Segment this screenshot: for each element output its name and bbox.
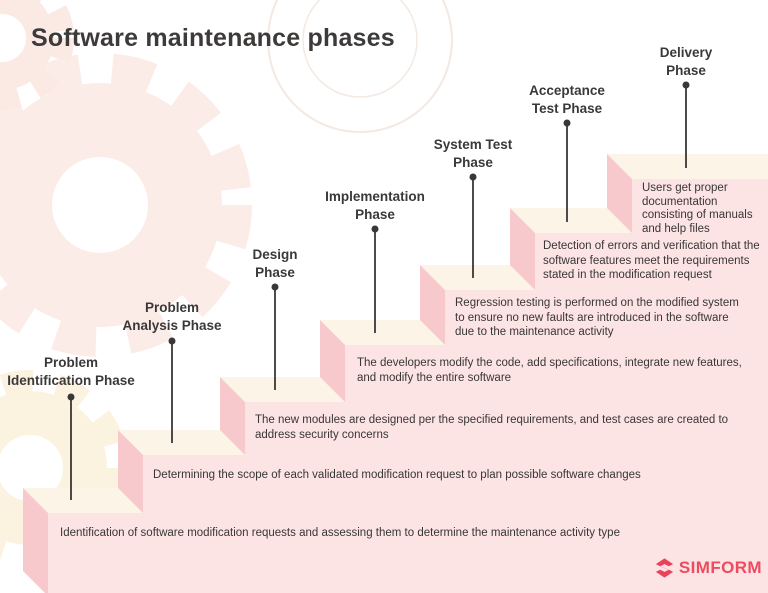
- step-description-acceptance-test: Detection of errors and verification tha…: [543, 240, 760, 281]
- step-4-side: [320, 320, 345, 402]
- step-1-top: [23, 488, 768, 513]
- step-description-problem-analysis: Determining the scope of each validated …: [153, 469, 641, 481]
- brand-name: SIMFORM: [678, 558, 762, 577]
- step-1-front: [48, 513, 768, 593]
- step-description-design: The new modules are designed per the spe…: [255, 414, 729, 441]
- page-title: Software maintenance phases: [31, 24, 395, 52]
- connector-dot: [271, 283, 279, 291]
- gear-icon: [0, 370, 178, 593]
- phase-label-problem-analysis: Problem Analysis Phase: [122, 300, 222, 333]
- phase-label-problem-identification: Problem Identification Phase: [7, 355, 135, 388]
- step-5-side: [420, 265, 445, 345]
- step-description-system-test: Regression testing is performed on the m…: [455, 297, 739, 338]
- step-description-delivery: Users get proper documentation consistin…: [642, 182, 753, 235]
- step-description-implementation: The developers modify the code, add spec…: [357, 357, 742, 384]
- phase-label-design: Design Phase: [252, 247, 298, 280]
- step-7-side: [607, 154, 632, 233]
- step-2-front: [143, 455, 768, 513]
- step-2-side: [118, 430, 143, 513]
- connector-dot: [469, 173, 477, 181]
- phase-label-delivery: Delivery Phase: [659, 45, 713, 78]
- gear-outline-icon: [267, 0, 453, 133]
- step-7-top: [607, 154, 768, 179]
- step-6-side: [510, 208, 535, 290]
- phase-label-acceptance-test: Acceptance Test Phase: [529, 83, 605, 116]
- step-3-side: [220, 377, 245, 455]
- phase-label-system-test: System Test Phase: [433, 137, 513, 170]
- connector-dot: [563, 119, 571, 127]
- connector-dot: [67, 393, 75, 401]
- brand-footer: SIMFORM: [653, 556, 762, 580]
- step-description-problem-identification: Identification of software modification …: [60, 527, 620, 539]
- phase-label-implementation: Implementation Phase: [325, 189, 425, 222]
- step-1-side: [23, 488, 48, 593]
- connector-dot: [371, 225, 379, 233]
- simform-logo-icon: [655, 558, 674, 578]
- connector-dot: [682, 81, 690, 89]
- connector-dot: [168, 337, 176, 345]
